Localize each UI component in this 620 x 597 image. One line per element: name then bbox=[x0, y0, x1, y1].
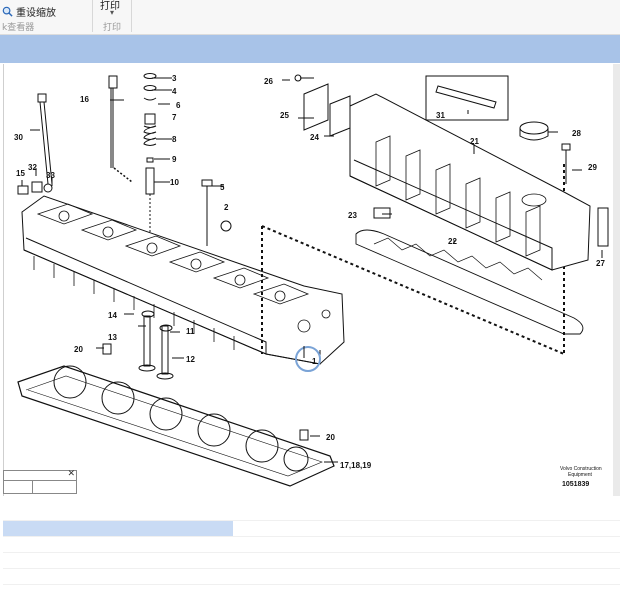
callout-1: 1 bbox=[312, 357, 317, 366]
callout-16: 16 bbox=[80, 95, 89, 104]
exploded-parts-diagram: 1 2 3 4 5 6 7 8 9 10 11 12 13 14 15 16 2… bbox=[14, 73, 609, 488]
drawing-viewer[interactable]: 1 2 3 4 5 6 7 8 9 10 11 12 13 14 15 16 2… bbox=[3, 64, 616, 496]
callout-22: 22 bbox=[448, 237, 457, 246]
ribbon-separator bbox=[131, 0, 132, 32]
callout-28: 28 bbox=[572, 129, 581, 138]
callout-6: 6 bbox=[176, 101, 181, 110]
brand-line-1: Volvo Construction bbox=[560, 466, 602, 472]
callout-21: 21 bbox=[470, 137, 479, 146]
callout-3: 3 bbox=[172, 74, 177, 83]
callout-31: 31 bbox=[436, 111, 445, 120]
table-header bbox=[3, 505, 620, 521]
callout-29: 29 bbox=[588, 163, 597, 172]
callout-20-top: 20 bbox=[74, 345, 83, 354]
divider bbox=[4, 480, 76, 481]
zoom-reset-icon bbox=[2, 6, 13, 17]
ribbon-separator bbox=[92, 0, 93, 32]
table-row[interactable] bbox=[3, 553, 620, 569]
callout-8: 8 bbox=[172, 135, 177, 144]
callout-26: 26 bbox=[264, 77, 273, 86]
callout-24: 24 bbox=[310, 133, 319, 142]
callout-11: 11 bbox=[186, 327, 195, 336]
highlight-ring bbox=[295, 346, 321, 372]
header-band bbox=[0, 35, 620, 63]
vertical-scrollbar[interactable] bbox=[613, 64, 620, 496]
reset-zoom-label: 重设缩放 bbox=[16, 7, 56, 19]
callout-4: 4 bbox=[172, 87, 177, 96]
print-button[interactable]: 打印 bbox=[100, 1, 120, 12]
table-row[interactable] bbox=[3, 537, 620, 553]
close-icon[interactable]: ✕ bbox=[67, 469, 75, 479]
callout-10: 10 bbox=[170, 178, 179, 187]
overview-panel[interactable]: ✕ bbox=[3, 470, 77, 494]
divider bbox=[32, 480, 33, 493]
callout-2: 2 bbox=[224, 203, 229, 212]
callout-9: 9 bbox=[172, 155, 177, 164]
print-group-label: 打印 bbox=[103, 23, 122, 33]
brand-line-2: Equipment bbox=[568, 472, 593, 478]
callout-25: 25 bbox=[280, 111, 289, 120]
callout-5: 5 bbox=[220, 183, 225, 192]
drawing-number: 1051839 bbox=[562, 481, 589, 488]
callout-20-lower: 20 bbox=[326, 433, 335, 442]
callout-23: 23 bbox=[348, 211, 357, 220]
callout-7: 7 bbox=[172, 113, 177, 122]
callout-33: 33 bbox=[46, 171, 55, 180]
parts-table bbox=[3, 505, 620, 597]
callout-32: 32 bbox=[28, 163, 37, 172]
callout-17-18-19: 17,18,19 bbox=[340, 461, 372, 470]
table-row[interactable] bbox=[3, 569, 620, 585]
callout-13: 13 bbox=[108, 333, 117, 342]
callout-30: 30 bbox=[14, 133, 23, 142]
callout-12: 12 bbox=[186, 355, 195, 364]
callout-27: 27 bbox=[596, 259, 605, 268]
print-dropdown-icon[interactable]: ▾ bbox=[110, 8, 115, 17]
toolbar-ribbon: 重设缩放 k查看器 打印 ▾ 打印 bbox=[0, 0, 620, 35]
reset-zoom-button[interactable]: 重设缩放 bbox=[2, 4, 56, 19]
callout-15: 15 bbox=[16, 169, 25, 178]
table-row[interactable] bbox=[3, 521, 620, 537]
viewer-group-label: k查看器 bbox=[2, 23, 35, 33]
callout-14: 14 bbox=[108, 311, 117, 320]
